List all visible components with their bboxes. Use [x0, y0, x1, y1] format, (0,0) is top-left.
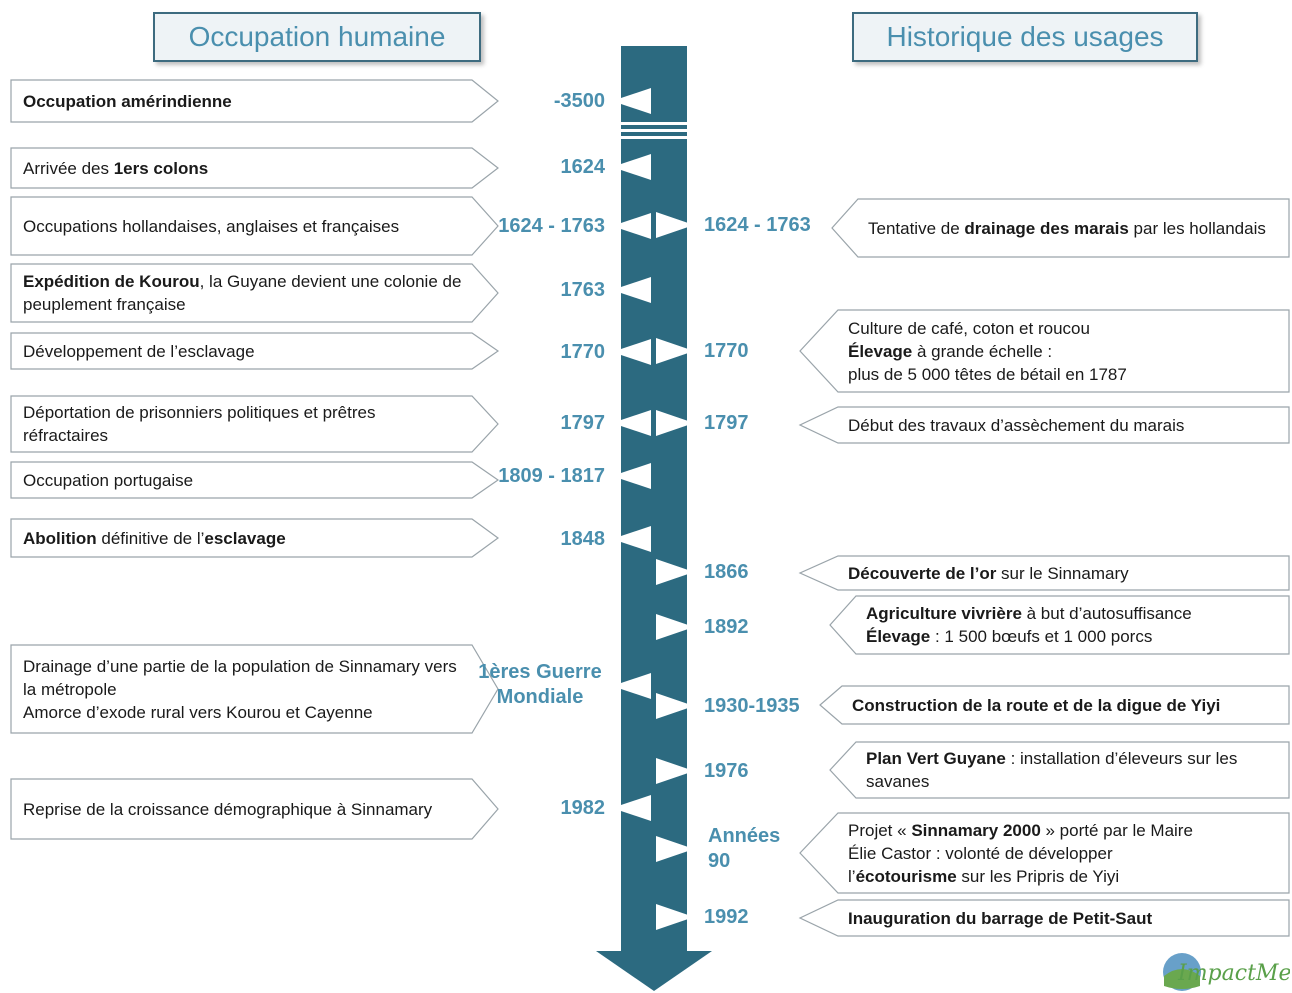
timeline-break-mark [619, 136, 689, 139]
left-date-label: 1982 [560, 797, 606, 819]
left-date-label: -3500 [553, 90, 605, 112]
left-date-label: 1624 [560, 156, 606, 178]
right-marker [656, 410, 694, 436]
left-marker [612, 410, 651, 436]
right-event-text: Tentative de drainage des marais par les… [868, 218, 1266, 238]
right-date-label: 1797 [704, 412, 749, 434]
right-marker [656, 338, 694, 364]
right-date-label: Années 90 [708, 825, 781, 872]
left-event-text: Drainage d’une partie de la population d… [23, 656, 457, 722]
timeline-shaft [621, 46, 687, 951]
left-marker [612, 154, 651, 180]
right-event-text: Plan Vert Guyane : installation d’éleveu… [866, 749, 1238, 791]
left-date-label: 1809 - 1817 [498, 465, 605, 487]
right-date-label: 1930-1935 [704, 695, 800, 717]
left-event-text: Reprise de la croissance démographique à… [23, 799, 433, 819]
right-event-text: Découverte de l’or sur le Sinnamary [848, 563, 1129, 583]
right-date-label: 1976 [704, 760, 749, 782]
left-event-text: Développement de l’esclavage [23, 341, 255, 361]
left-event-text: Occupation portugaise [23, 470, 194, 490]
right-event-text: Agriculture vivrière à but d’autosuffisa… [866, 604, 1192, 646]
svg-text:ImpactMes: ImpactMes [1177, 961, 1290, 986]
header-historique-usages: Historique des usages [852, 12, 1198, 62]
left-event-text: Abolition définitive de l’esclavage [23, 528, 286, 548]
left-date-label: 1ères Guerre Mondiale [478, 661, 602, 708]
header-occupation-humaine: Occupation humaine [153, 12, 481, 62]
left-date-label: 1770 [560, 341, 606, 363]
right-event-text: Projet « Sinnamary 2000 » porté par le M… [848, 820, 1193, 886]
timeline-break-mark [619, 122, 689, 125]
left-event-text: Arrivée des 1ers colons [23, 158, 209, 178]
right-event-text: Inauguration du barrage de Petit-Saut [848, 908, 1153, 928]
left-marker [612, 795, 651, 821]
logo: ImpactMes [1163, 953, 1290, 991]
right-event-text: Construction de la route et de la digue … [852, 695, 1221, 715]
right-marker [656, 212, 694, 238]
left-marker [612, 339, 651, 365]
right-marker [656, 758, 694, 784]
right-date-label: 1624 - 1763 [704, 214, 811, 236]
right-marker [656, 836, 694, 862]
left-marker [612, 277, 651, 303]
right-marker [656, 904, 694, 930]
timeline-break-mark [619, 129, 689, 132]
right-date-label: 1866 [704, 561, 749, 583]
right-marker [656, 614, 694, 640]
right-marker [656, 693, 694, 719]
right-event-text: Début des travaux d’assèchement du marai… [848, 415, 1185, 435]
left-marker [612, 463, 651, 489]
left-date-label: 1848 [560, 528, 606, 550]
left-marker [612, 526, 651, 552]
left-date-label: 1763 [560, 279, 606, 301]
right-date-label: 1992 [704, 906, 749, 928]
left-event-text: Déportation de prisonniers politiques et… [23, 403, 376, 445]
left-event-text: Occupation amérindienne [23, 91, 232, 111]
right-date-label: 1770 [704, 340, 749, 362]
left-event-text: Expédition de Kourou, la Guyane devient … [23, 272, 462, 314]
left-date-label: 1797 [560, 412, 606, 434]
left-marker [612, 213, 651, 239]
left-date-label: 1624 - 1763 [498, 215, 605, 237]
timeline-arrowhead [596, 951, 712, 991]
right-date-label: 1892 [704, 616, 749, 638]
left-marker [612, 673, 651, 699]
left-marker [612, 88, 651, 114]
left-event-text: Occupations hollandaises, anglaises et f… [23, 216, 400, 236]
right-marker [656, 559, 694, 585]
